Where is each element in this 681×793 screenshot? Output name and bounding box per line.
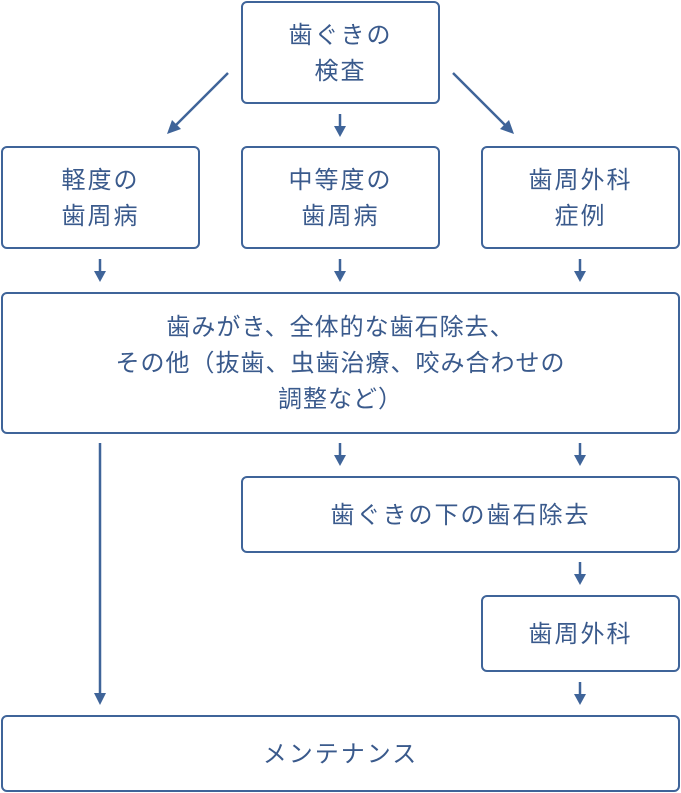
node-basic-treatment: 歯みがき、全体的な歯石除去、 その他（抜歯、虫歯治療、咬み合わせの 調整など） <box>1 292 680 434</box>
node-mild-line-2: 歯周病 <box>61 201 140 230</box>
node-mild-periodontitis: 軽度の 歯周病 <box>1 146 200 249</box>
node-periodontal-surgery-label: 歯周外科 <box>528 619 633 648</box>
node-basic-treatment-line-3: 調整など） <box>278 385 403 413</box>
node-subgingival-scaling: 歯ぐきの下の歯石除去 <box>241 476 680 553</box>
arrow-surgical-case-to-basic <box>574 259 586 282</box>
arrow-surgery-to-maintenance <box>574 682 586 705</box>
arrow-exam-to-surgical-case <box>452 72 514 134</box>
arrow-basic-to-maintenance <box>94 443 106 705</box>
arrow-exam-to-moderate <box>334 114 346 137</box>
node-gum-exam-line-2: 検査 <box>314 56 367 85</box>
node-maintenance: メンテナンス <box>1 715 680 792</box>
node-mild-line-1: 軽度の <box>61 165 140 194</box>
node-surgical-case: 歯周外科 症例 <box>481 146 680 249</box>
node-basic-treatment-line-1: 歯みがき、全体的な歯石除去、 <box>166 313 515 341</box>
arrow-basic-to-subgingival-right <box>574 443 586 466</box>
node-subgingival-label: 歯ぐきの下の歯石除去 <box>330 500 591 529</box>
arrow-mild-to-basic <box>94 259 106 282</box>
node-moderate-periodontitis: 中等度の 歯周病 <box>241 146 440 249</box>
arrow-moderate-to-basic <box>334 259 346 282</box>
node-basic-treatment-line-2: その他（抜歯、虫歯治療、咬み合わせの <box>115 349 566 377</box>
node-periodontal-surgery: 歯周外科 <box>481 595 680 672</box>
node-surgical-case-line-2: 症例 <box>554 201 607 230</box>
node-moderate-line-1: 中等度の <box>288 165 393 194</box>
arrow-basic-to-subgingival-mid <box>334 443 346 466</box>
node-gum-exam: 歯ぐきの 検査 <box>241 1 440 104</box>
node-surgical-case-line-1: 歯周外科 <box>528 165 633 194</box>
node-maintenance-label: メンテナンス <box>262 739 419 768</box>
arrow-exam-to-mild <box>167 72 229 134</box>
arrow-subgingival-to-surgery <box>574 562 586 585</box>
node-moderate-line-2: 歯周病 <box>301 201 380 230</box>
node-gum-exam-line-1: 歯ぐきの <box>288 20 393 49</box>
